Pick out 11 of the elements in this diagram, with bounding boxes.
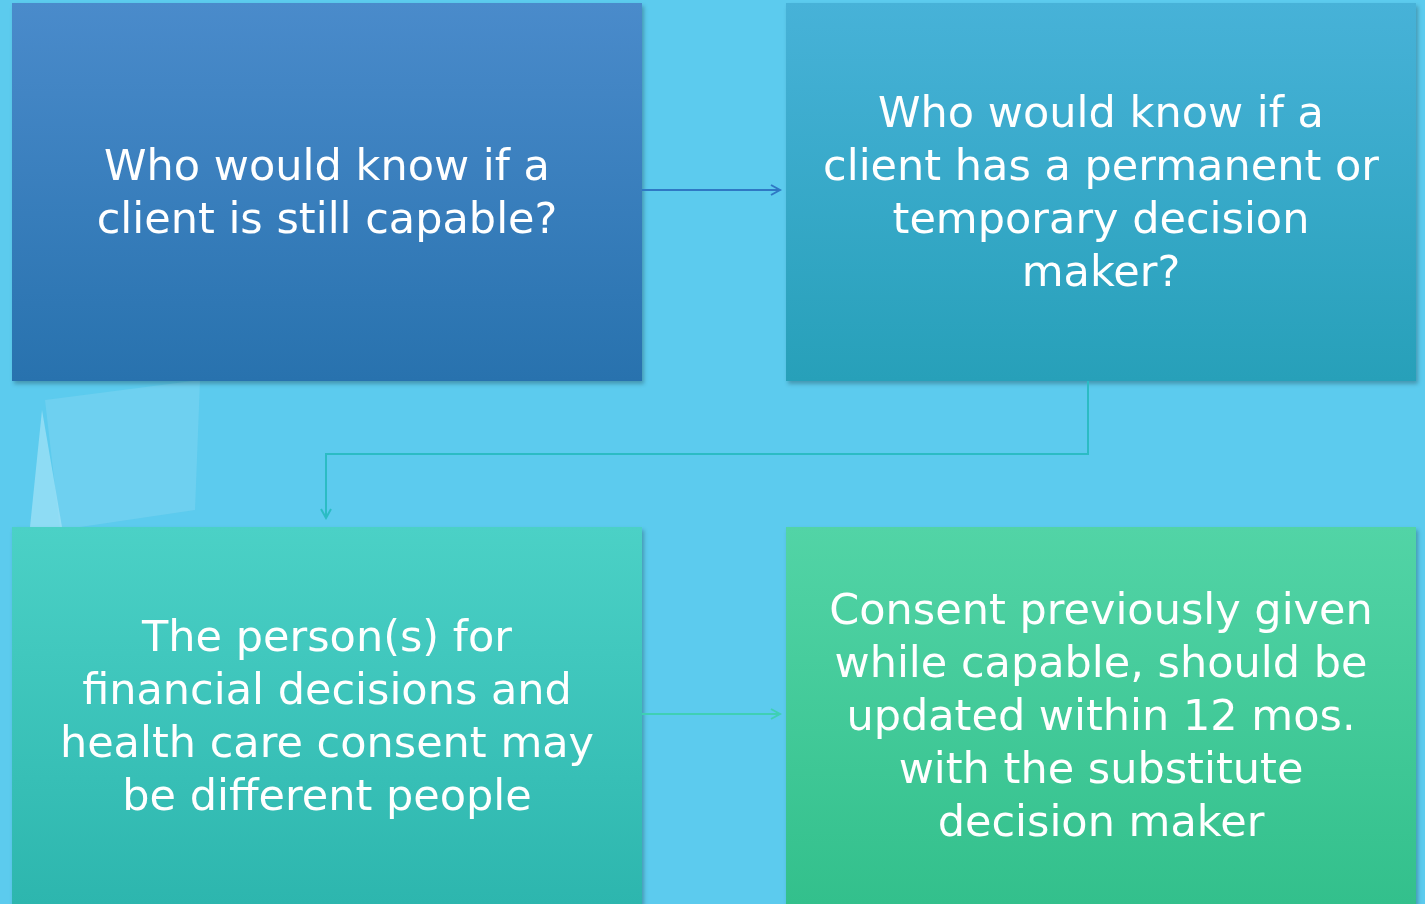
arrow <box>641 708 781 720</box>
box-text: Who would know if a client has a permanent or temporary decision maker? <box>822 86 1380 298</box>
process-box <box>12 3 642 381</box>
process-box <box>786 527 1416 904</box>
process-box <box>12 527 642 904</box>
arrow <box>320 380 1089 519</box>
box-text: Consent previously given while capable, should be updated within 12 mos. with the substitute decision maker <box>828 583 1374 848</box>
box-text: The person(s) for financial decisions and health care consent may be different people <box>58 609 596 822</box>
process-box <box>786 3 1416 381</box>
box-text: Who would know if a client is still capable? <box>95 139 559 245</box>
arrow <box>641 184 781 196</box>
